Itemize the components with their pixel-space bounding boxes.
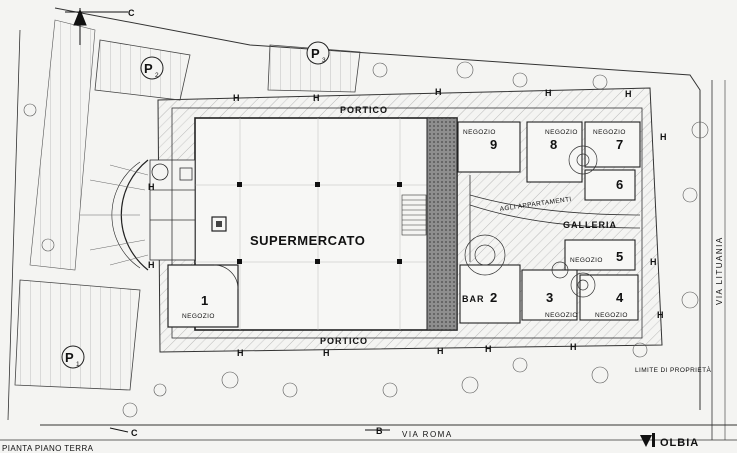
entry-markers: H H H H H H H H H H H H H H H <box>148 87 667 358</box>
shop-label-9: NEGOZIO <box>463 129 496 136</box>
service-rooms <box>149 159 196 261</box>
section-markers <box>100 11 390 433</box>
bar-area <box>459 264 521 324</box>
label-portico-bottom: PORTICO <box>320 336 368 346</box>
parking-p3 <box>267 41 361 93</box>
svg-text:H: H <box>437 346 444 356</box>
parking-p2-sub: 2 <box>155 72 159 79</box>
shop-5 <box>564 239 636 271</box>
shop-label-5: NEGOZIO <box>570 257 603 264</box>
svg-text:H: H <box>625 89 632 99</box>
label-city: OLBIA <box>660 437 699 449</box>
curved-pavilion <box>80 159 169 271</box>
spiral-stairs <box>464 145 598 298</box>
shop-number-8: 8 <box>550 137 557 152</box>
parking-left-strip <box>29 19 96 271</box>
shop-label-1: NEGOZIO <box>182 313 215 320</box>
stair-central <box>401 194 427 236</box>
svg-text:H: H <box>323 348 330 358</box>
svg-text:H: H <box>233 93 240 103</box>
site-boundary <box>0 7 737 441</box>
svg-text:H: H <box>570 342 577 352</box>
parking-p3-sub: 3 <box>322 57 326 64</box>
shop-4 <box>579 274 639 321</box>
svg-text:H: H <box>657 310 664 320</box>
svg-text:H: H <box>435 87 442 97</box>
parking-p1-sub: 1 <box>76 361 80 368</box>
label-via-lituania: VIA LITUANIA <box>715 236 724 305</box>
parking-p1-letter: P <box>65 350 74 365</box>
section-c-bottom: C <box>131 428 139 438</box>
label-plan-title: PIANTA PIANO TERRA <box>2 444 94 453</box>
section-b: B <box>376 426 384 436</box>
parking-p3-letter: P <box>311 46 320 61</box>
svg-text:H: H <box>650 257 657 267</box>
shop-label-4: NEGOZIO <box>595 312 628 319</box>
shop-label-7: NEGOZIO <box>593 129 626 136</box>
shop-number-6: 6 <box>616 177 623 192</box>
label-bar: BAR <box>462 294 485 304</box>
label-galleria: GALLERIA <box>563 220 617 230</box>
parking-p2-letter: P <box>144 61 153 76</box>
shop-9 <box>457 121 521 173</box>
parking-p2 <box>94 39 191 101</box>
svg-text:H: H <box>148 182 155 192</box>
section-c-top: C <box>128 8 136 18</box>
central-corridor <box>426 117 458 331</box>
shop-3 <box>521 269 578 321</box>
label-portico-top: PORTICO <box>340 105 388 115</box>
galleria-path <box>469 175 641 262</box>
shop-number-3: 3 <box>546 290 553 305</box>
label-via-roma: VIA ROMA <box>402 430 453 439</box>
svg-text:H: H <box>485 344 492 354</box>
north-arrow-icon <box>65 8 100 45</box>
shop-number-1: 1 <box>201 293 208 308</box>
city-logo <box>640 433 655 447</box>
shop-6 <box>584 169 636 201</box>
shop-number-7: 7 <box>616 137 623 152</box>
svg-text:H: H <box>148 260 155 270</box>
trees <box>23 61 709 418</box>
label-supermarket: SUPERMERCATO <box>250 233 365 248</box>
shop-number-2: 2 <box>490 290 497 305</box>
label-property-limit: LIMITE DI PROPRIETÀ <box>635 365 711 374</box>
shop-8 <box>526 121 583 183</box>
shop-label-3: NEGOZIO <box>545 312 578 319</box>
shops-right <box>457 121 641 324</box>
shop-1 <box>167 264 239 328</box>
parking-p1 <box>14 279 141 391</box>
svg-text:H: H <box>313 93 320 103</box>
svg-text:H: H <box>545 88 552 98</box>
shop-number-9: 9 <box>490 137 497 152</box>
shop-number-5: 5 <box>616 249 623 264</box>
shop-number-4: 4 <box>616 290 624 305</box>
svg-text:H: H <box>660 132 667 142</box>
shop-7 <box>584 121 641 168</box>
svg-text:H: H <box>237 348 244 358</box>
shop-label-8: NEGOZIO <box>545 129 578 136</box>
